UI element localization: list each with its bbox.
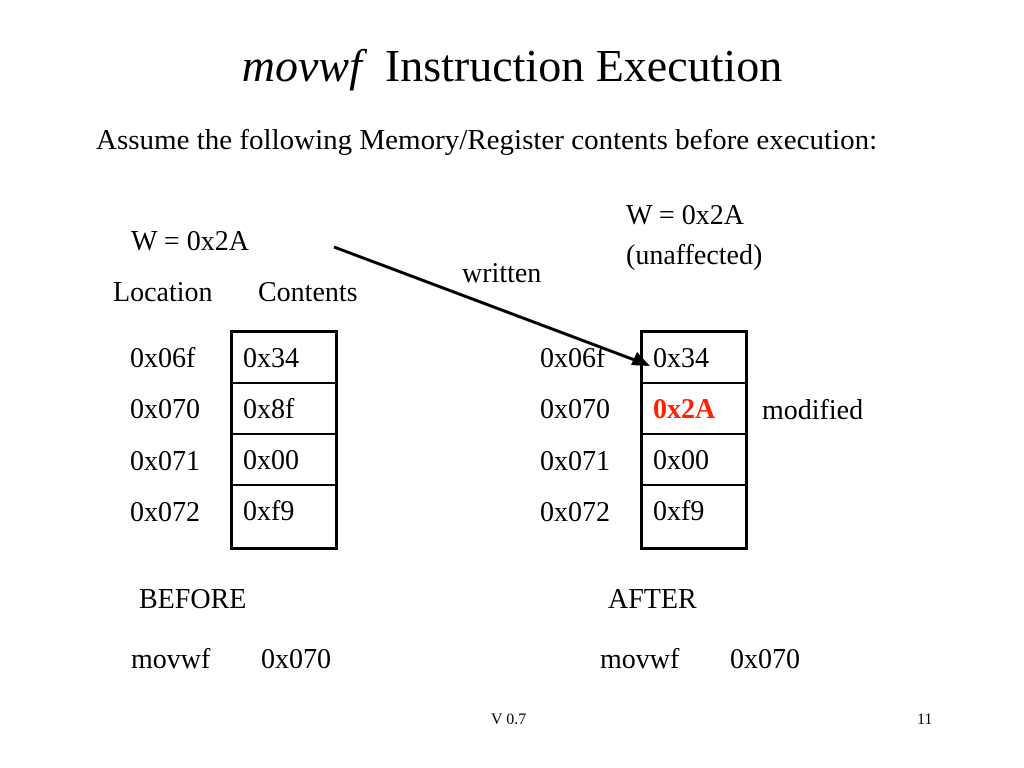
after-memory-cell: 0x34 bbox=[643, 333, 745, 384]
after-address: 0x06f bbox=[540, 343, 606, 374]
after-w-note: (unaffected) bbox=[626, 240, 763, 271]
slide-title: movwf Instruction Execution bbox=[0, 36, 1024, 96]
before-label: BEFORE bbox=[139, 584, 247, 615]
before-memory-cell: 0xf9 bbox=[243, 496, 295, 527]
after-memory-cell-modified: 0x2A bbox=[643, 384, 745, 435]
location-header: Location bbox=[113, 277, 213, 308]
before-operand: 0x070 bbox=[261, 644, 331, 675]
before-memory-table: 0x34 0x8f 0x00 0xf9 bbox=[230, 330, 338, 550]
before-w-register: W = 0x2A bbox=[131, 226, 249, 257]
before-memory-cell: 0x00 bbox=[233, 435, 335, 486]
title-instruction: movwf bbox=[241, 40, 362, 91]
written-arrow-line bbox=[333, 245, 641, 364]
before-memory-cell: 0x8f bbox=[233, 384, 335, 435]
after-instruction: movwf bbox=[600, 644, 680, 675]
arrow-head-icon bbox=[631, 352, 650, 366]
after-memory-table: 0x34 0x2A 0x00 0xf9 bbox=[640, 330, 748, 550]
after-memory-cell: 0xf9 bbox=[653, 496, 705, 527]
modified-label: modified bbox=[762, 395, 864, 426]
intro-text: Assume the following Memory/Register con… bbox=[96, 124, 878, 156]
before-address: 0x072 bbox=[130, 497, 200, 528]
contents-header: Contents bbox=[258, 277, 358, 308]
before-instruction: movwf bbox=[131, 644, 211, 675]
after-address: 0x071 bbox=[540, 446, 610, 477]
after-address: 0x072 bbox=[540, 497, 610, 528]
written-label: written bbox=[462, 258, 542, 289]
after-memory-cell: 0x00 bbox=[643, 435, 745, 486]
before-address: 0x071 bbox=[130, 446, 200, 477]
title-text: Instruction Execution bbox=[384, 40, 783, 91]
before-address: 0x06f bbox=[130, 343, 196, 374]
after-label: AFTER bbox=[608, 584, 697, 615]
page-number: 11 bbox=[917, 711, 933, 728]
after-w-register: W = 0x2A bbox=[626, 200, 744, 231]
after-address: 0x070 bbox=[540, 394, 610, 425]
before-address: 0x070 bbox=[130, 394, 200, 425]
before-memory-cell: 0x34 bbox=[233, 333, 335, 384]
after-operand: 0x070 bbox=[730, 644, 800, 675]
footer-version: V 0.7 bbox=[491, 711, 527, 728]
